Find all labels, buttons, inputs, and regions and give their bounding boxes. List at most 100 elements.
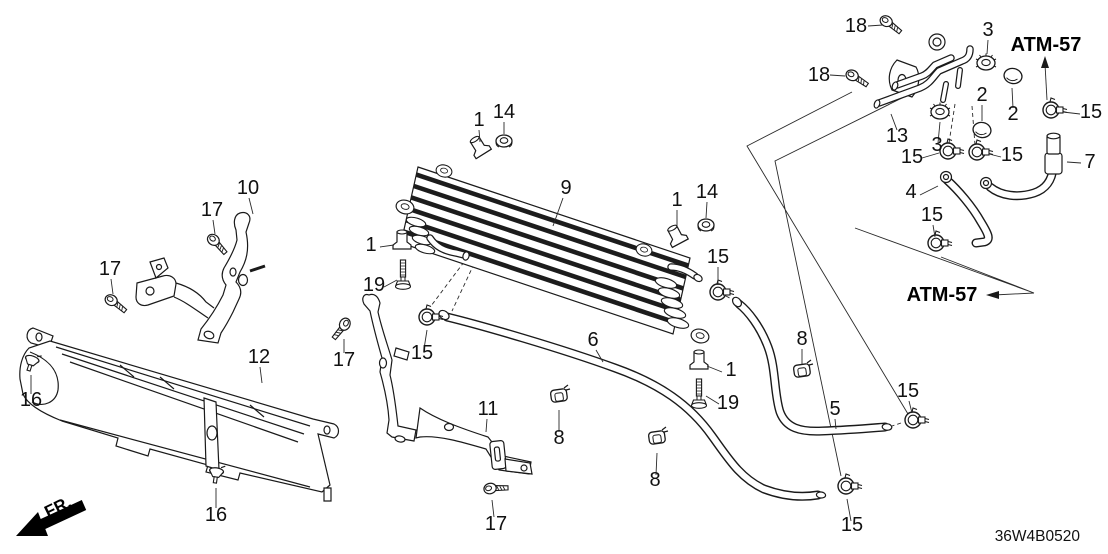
bolt1-icon [662,221,689,249]
callout-17: 17 [99,258,121,280]
clip8-icon [549,384,571,404]
callout-4: 4 [905,181,916,203]
bolt1-icon [465,132,492,160]
screw17-icon [331,315,353,344]
cap2-icon [1001,66,1025,86]
atm57-arrowhead [986,291,999,299]
cooler-bracket-upper [135,211,266,344]
bracket11-lower-plate-hole [520,464,528,472]
bracket11-arm-hole [443,422,455,432]
screw18-icon [877,13,906,35]
callout-19: 19 [363,274,385,296]
callout-1: 1 [365,234,376,256]
hose4-inner [943,176,992,247]
hose5-inner [735,300,889,435]
callout-15: 15 [707,246,729,268]
callout-12: 12 [248,346,270,368]
section-ref-atm57-mid: ATM-57 [907,284,978,306]
callout-15: 15 [921,204,943,226]
hose7-top-open-end [1046,132,1061,140]
bolt19-icon [690,378,708,409]
screw17-icon [102,292,131,314]
nut14-icon [495,134,513,148]
pipe13-tube-b-inner [894,55,954,88]
callout-6: 6 [587,329,598,351]
callout-7: 7 [1084,151,1095,173]
nut3-icon [975,52,997,71]
callout-9: 9 [560,177,571,199]
callout-17: 17 [485,513,507,535]
clamp15-icon [927,230,953,252]
hose5-open-end-bottom [881,423,893,431]
bracket10-foot-slot [203,330,215,340]
callout-18: 18 [845,15,867,37]
hose7-sleeve [1044,152,1063,175]
nut14-icon [697,218,715,232]
callout-2: 2 [976,84,987,106]
callout-1: 1 [725,359,736,381]
bracket10-tab-hole [155,263,163,271]
cooler-inlet-elbow-inner [427,235,467,258]
pipe-stay-bracket [362,293,533,475]
clamp15-icon [418,304,444,326]
clamp15-icon [1042,97,1068,119]
clamp15-icon [968,139,994,161]
callout-8: 8 [649,469,660,491]
diagram-code: 36W4B0520 [995,528,1081,545]
bracket11-stay [362,293,417,442]
callout-13: 13 [886,125,908,147]
callout-11: 11 [478,398,499,420]
callout-15: 15 [841,514,863,536]
bracket11-foot-slot [394,435,406,443]
callout-15: 15 [1080,101,1102,123]
cooler-outlet-elbow-inner [668,264,698,279]
bracket10-side-plate [135,274,177,307]
clamp15-icon [904,407,930,429]
callout-8: 8 [553,427,564,449]
bolt19-icon [394,259,412,290]
pipe13-stub-b-inner [956,68,962,88]
joint-pipe-assembly [873,33,974,109]
airguide-left-opening [29,351,59,405]
pipe13-open-end-a [873,99,881,109]
cooler-inlet-open-end [462,251,470,261]
callout-1: 1 [671,189,682,211]
bracket10-hole-small [229,267,237,277]
cooler-tube-bands [402,172,690,325]
callout-8: 8 [796,328,807,350]
air-guide-plate [19,327,340,502]
hose6-open-end [815,491,827,499]
callout-15: 15 [1001,144,1023,166]
airguide-center-hole [206,425,218,441]
callout-16: 16 [20,389,42,411]
chevron-leader-line [746,91,909,477]
callout-15: 15 [897,380,919,402]
bracket11-stay-hole [378,357,388,369]
bracket10-hole-large [237,273,249,287]
callout-19: 19 [717,392,739,414]
cooler-right-bellows [654,277,690,329]
screw17-icon [204,231,232,256]
callout-5: 5 [829,398,840,420]
callout-17: 17 [333,349,355,371]
callout-leader-lines [30,24,1082,522]
airguide-foot-peg [323,487,332,502]
airguide-rib-ticks [119,364,265,418]
airguide-ear-right-hole [323,425,331,435]
oil-cooler-assembly [393,162,712,346]
pipe13-stub-a-inner [941,82,948,102]
bracket10-side-plate-hole [145,286,155,296]
callout-14: 14 [696,181,718,203]
pipe13-open-end-b [891,81,899,91]
airguide-body [19,340,340,493]
callout-1: 1 [473,109,484,131]
hose4-ring-end-hole [942,173,950,181]
pipe13-tube-a-inner [876,46,973,106]
callout-15: 15 [901,146,923,168]
hose5-outline [734,299,890,436]
callout-3: 3 [982,19,993,41]
callout-14: 14 [493,101,515,123]
bracket10-link-arm [173,282,215,319]
